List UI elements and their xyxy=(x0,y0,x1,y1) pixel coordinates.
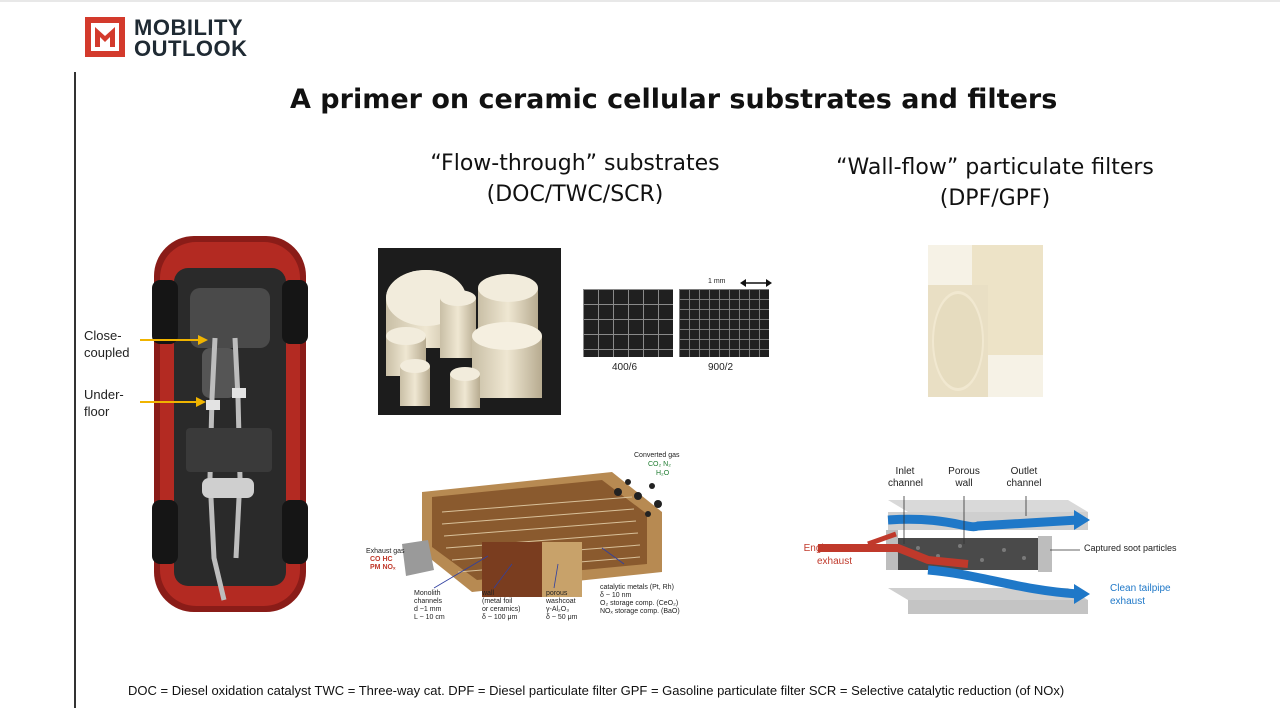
substrates-photo xyxy=(378,248,561,415)
wall-line1: wall xyxy=(482,590,495,597)
grid-label-400-6: 400/6 xyxy=(612,362,638,373)
slide-title: A primer on ceramic cellular substrates … xyxy=(290,84,1058,115)
catalyst-cutaway-diagram: Converted gas CO₂ N₂ H₂O Exhaust gas CO … xyxy=(362,452,698,642)
washcoat-label: porous washcoat γ-Al₂O₃ δ ~ 50 μm xyxy=(546,590,577,622)
grid-label-900-2: 900/2 xyxy=(708,362,734,373)
metals-line2: δ ~ 10 nm xyxy=(600,592,632,599)
wall-flow-heading-line1: “Wall-flow” particulate filters xyxy=(836,155,1154,180)
washcoat-line2: washcoat xyxy=(546,598,576,605)
metals-line1: catalytic metals (Pt, Rh) xyxy=(600,584,674,591)
clean-tailpipe-line1: Clean tailpipe xyxy=(1110,583,1171,594)
scale-arrow-icon xyxy=(740,279,772,287)
car-arrows xyxy=(140,335,208,407)
water-label: H₂O xyxy=(656,470,670,477)
filters-photo xyxy=(928,245,1043,397)
car-underbody-image xyxy=(140,228,320,618)
outlet-line1: Outlet xyxy=(1010,466,1038,477)
flow-through-heading-line2: (DOC/TWC/SCR) xyxy=(486,182,664,207)
wall-line3: or ceramics) xyxy=(482,606,521,613)
monolith-line1: Monolith xyxy=(414,590,441,597)
converted-gas-label: Converted gas xyxy=(634,452,680,459)
monolith-line3: d ~1 mm xyxy=(414,606,442,613)
exhaust-gas-label: Exhaust gas xyxy=(366,548,405,555)
clean-tailpipe-label: Clean tailpipe exhaust xyxy=(1110,582,1171,608)
porous-line1: Porous xyxy=(948,466,980,477)
metals-line3: O₂ storage comp. (CeO₂) xyxy=(600,600,679,607)
top-border xyxy=(0,0,1280,2)
wall-line4: δ ~ 100 μm xyxy=(482,614,518,621)
catalytic-metals-label: catalytic metals (Pt, Rh) δ ~ 10 nm O₂ s… xyxy=(600,584,680,616)
monolith-label: Monolith channels d ~1 mm L ~ 10 cm xyxy=(414,590,445,622)
logo-mark-icon xyxy=(85,17,125,57)
exhaust-species-1: CO HC xyxy=(370,556,393,563)
left-rule xyxy=(74,72,76,708)
brand-name-line2: OUTLOOK xyxy=(134,36,248,61)
underfloor-arrow-icon xyxy=(140,397,206,407)
engine-out-line2: exhaust xyxy=(816,556,852,567)
underfloor-label-line2: floor xyxy=(84,404,110,419)
monolith-line4: L ~ 10 cm xyxy=(414,614,445,621)
flow-through-heading: “Flow-through” substrates (DOC/TWC/SCR) xyxy=(390,148,760,210)
brand-name-line1: MOBILITY xyxy=(134,15,244,40)
exhaust-species-2: PM NOₓ xyxy=(370,564,396,571)
inlet-line1: Inlet xyxy=(895,466,915,477)
underfloor-label-line1: Under- xyxy=(84,387,124,402)
cell-grid-400-6 xyxy=(583,289,673,357)
close-coupled-label-line1: Close- xyxy=(84,328,122,343)
outlet-channel-label: Outlet channel xyxy=(1000,466,1048,490)
wall-flow-diagram: Inlet channel Porous wall Outlet channel… xyxy=(778,460,1208,630)
grid-scale-label: 1 mm xyxy=(708,278,726,285)
wall-flow-heading-line2: (DPF/GPF) xyxy=(939,186,1051,211)
engine-out-label: Engine-out exhaust xyxy=(782,542,852,568)
washcoat-line1: porous xyxy=(546,590,568,597)
washcoat-line3: γ-Al₂O₃ xyxy=(546,606,570,613)
engine-out-line1: Engine-out xyxy=(803,543,852,554)
porous-wall-label: Porous wall xyxy=(942,466,986,490)
underfloor-label: Under- floor xyxy=(84,386,124,420)
close-coupled-label: Close- coupled xyxy=(84,327,130,361)
monolith-line2: channels xyxy=(414,598,443,605)
abbreviations-footer: DOC = Diesel oxidation catalyst TWC = Th… xyxy=(128,683,1065,698)
captured-soot-label: Captured soot particles xyxy=(1084,543,1177,553)
outlet-line2: channel xyxy=(1006,478,1042,489)
cell-grid-900-2 xyxy=(679,289,769,357)
converted-species-label: CO₂ N₂ xyxy=(648,461,671,468)
brand-logo: MOBILITY OUTLOOK xyxy=(84,16,264,60)
flow-through-heading-line1: “Flow-through” substrates xyxy=(430,151,720,176)
inlet-line2: channel xyxy=(888,478,924,489)
clean-tailpipe-line2: exhaust xyxy=(1110,596,1146,607)
wall-flow-heading: “Wall-flow” particulate filters (DPF/GPF… xyxy=(805,152,1185,214)
wall-label: wall (metal foil or ceramics) δ ~ 100 μm xyxy=(482,590,521,622)
close-coupled-arrow-icon xyxy=(140,335,208,345)
porous-line2: wall xyxy=(955,478,973,489)
inlet-channel-label: Inlet channel xyxy=(888,466,924,490)
washcoat-line4: δ ~ 50 μm xyxy=(546,614,578,621)
close-coupled-label-line2: coupled xyxy=(84,345,130,360)
wall-line2: (metal foil xyxy=(482,598,513,605)
metals-line4: NOₓ storage comp. (BaO) xyxy=(600,608,680,615)
